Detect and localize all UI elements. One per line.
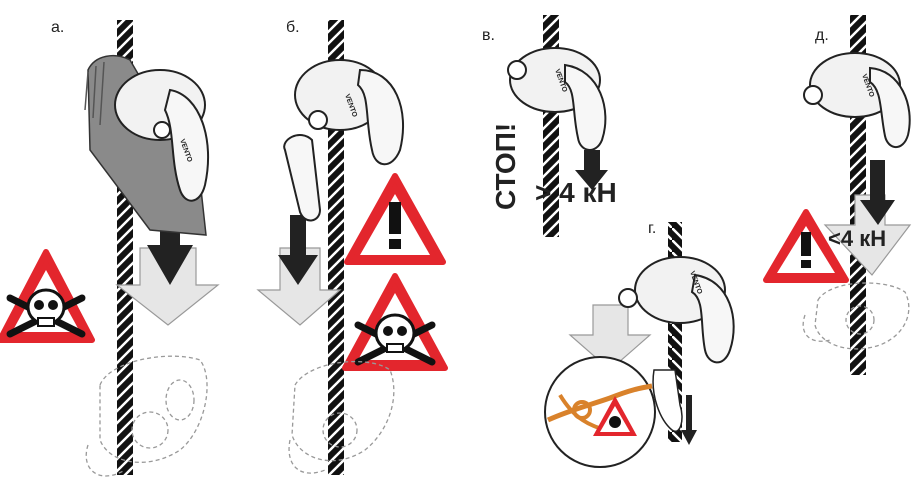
skull-crossbones-warning-icon <box>345 276 445 368</box>
down-arrow-icon <box>681 395 697 445</box>
panel-a: а. VENTO <box>0 19 218 476</box>
panel-label-d: д. <box>815 27 829 44</box>
panel-label-b: б. <box>286 19 300 36</box>
panel-g: г. VENTO <box>545 220 734 467</box>
panel-label-g: г. <box>648 220 656 237</box>
panel-d: д. VENTO <4 кН <box>766 15 910 375</box>
panel-b: б. VENTO <box>258 19 445 475</box>
knot-warning-icon <box>545 357 655 467</box>
force-over-text: > 4 кН <box>535 177 617 208</box>
stop-text: СТОП! <box>490 123 521 210</box>
panel-label-a: а. <box>51 19 64 36</box>
panel-label-v: в. <box>482 27 495 44</box>
skull-crossbones-warning-icon <box>0 252 92 340</box>
panel-v: в. СТОП! VENTO > 4 кН <box>482 15 617 237</box>
fallen-device-outline <box>86 356 207 476</box>
exclamation-warning-icon <box>347 176 443 262</box>
force-under-text: <4 кН <box>828 226 886 251</box>
